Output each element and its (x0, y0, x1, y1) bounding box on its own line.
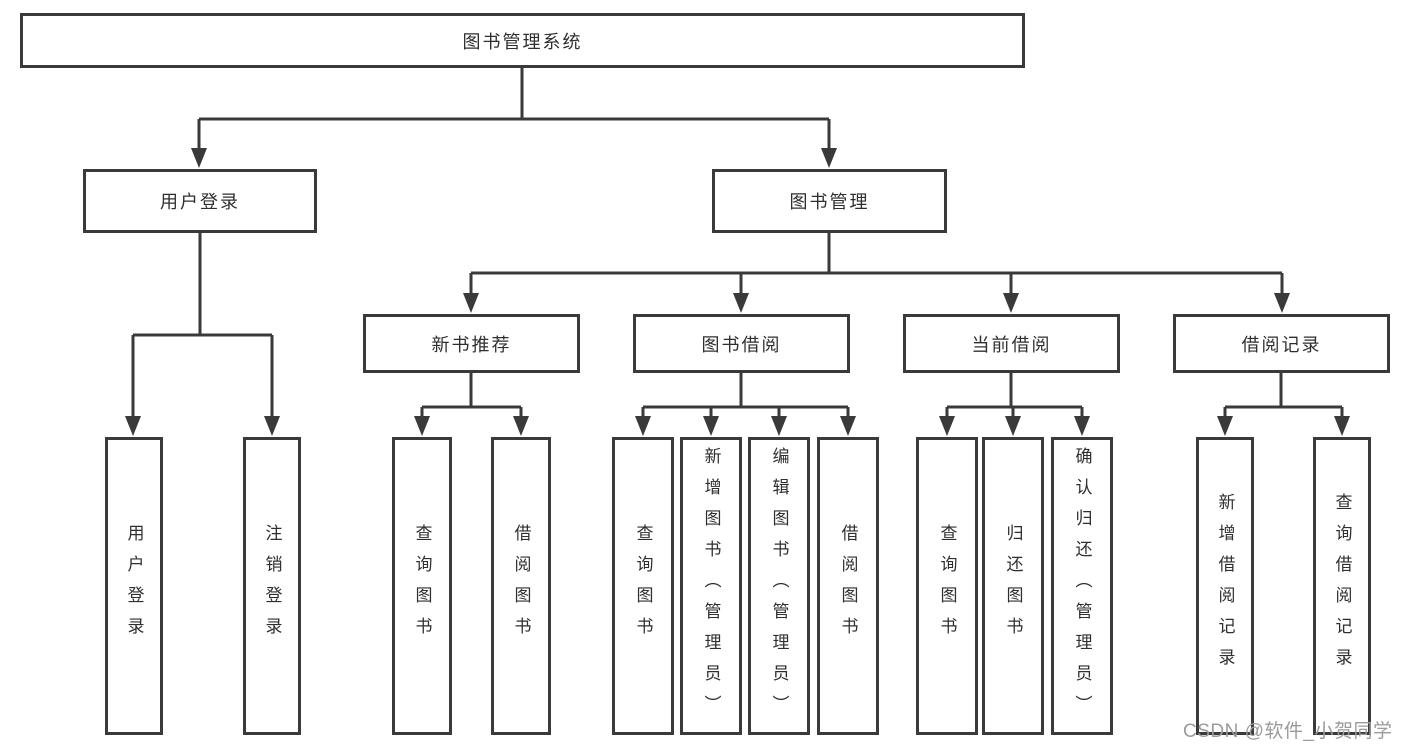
node-label: 注销登录 (262, 524, 282, 648)
node-label: 新书推荐 (431, 334, 512, 355)
node-label: 新增借阅记录 (1215, 493, 1235, 679)
node-book-borrow: 图书借阅 (633, 314, 850, 373)
node-label: 编辑图书（管理员） (769, 446, 789, 726)
leaf-return-books: 归还图书 (982, 437, 1044, 735)
leaf-query-books-recommend: 查询图书 (392, 437, 452, 735)
node-label: 查询图书 (412, 524, 432, 648)
node-label: 归还图书 (1003, 524, 1023, 648)
leaf-add-books-admin: 新增图书（管理员） (680, 437, 742, 735)
node-label: 用户登录 (124, 524, 144, 648)
node-label: 确认归还（管理员） (1072, 446, 1092, 726)
node-new-book-recommend: 新书推荐 (363, 314, 580, 373)
leaf-user-login: 用户登录 (105, 437, 163, 735)
node-root-system: 图书管理系统 (20, 13, 1025, 68)
node-label: 图书借阅 (701, 334, 782, 355)
node-borrow-records: 借阅记录 (1173, 314, 1390, 373)
leaf-add-borrow-record: 新增借阅记录 (1196, 437, 1254, 735)
node-label: 用户登录 (160, 192, 240, 212)
node-user-login: 用户登录 (83, 169, 317, 233)
csdn-watermark: CSDN @软件_小贺同学 (1183, 721, 1393, 742)
node-label: 借阅图书 (511, 524, 531, 648)
node-book-management: 图书管理 (712, 169, 947, 233)
node-label: 查询图书 (937, 524, 957, 648)
node-current-borrow: 当前借阅 (903, 314, 1120, 373)
node-label: 当前借阅 (971, 334, 1052, 355)
node-label: 图书管理 (789, 192, 870, 212)
leaf-confirm-return-admin: 确认归还（管理员） (1051, 437, 1113, 735)
leaf-borrow-books-recommend: 借阅图书 (491, 437, 551, 735)
leaf-query-books-borrow: 查询图书 (612, 437, 674, 735)
node-label: 图书管理系统 (462, 31, 583, 52)
leaf-query-books-current: 查询图书 (916, 437, 978, 735)
leaf-borrow-books: 借阅图书 (817, 437, 879, 735)
leaf-logout: 注销登录 (243, 437, 301, 735)
node-label: 查询图书 (633, 524, 653, 648)
leaf-edit-books-admin: 编辑图书（管理员） (748, 437, 810, 735)
node-label: 借阅记录 (1241, 334, 1322, 355)
node-label: 借阅图书 (838, 524, 858, 648)
node-label: 新增图书（管理员） (701, 446, 721, 726)
node-label: 查询借阅记录 (1332, 493, 1352, 679)
leaf-query-borrow-record: 查询借阅记录 (1313, 437, 1371, 735)
